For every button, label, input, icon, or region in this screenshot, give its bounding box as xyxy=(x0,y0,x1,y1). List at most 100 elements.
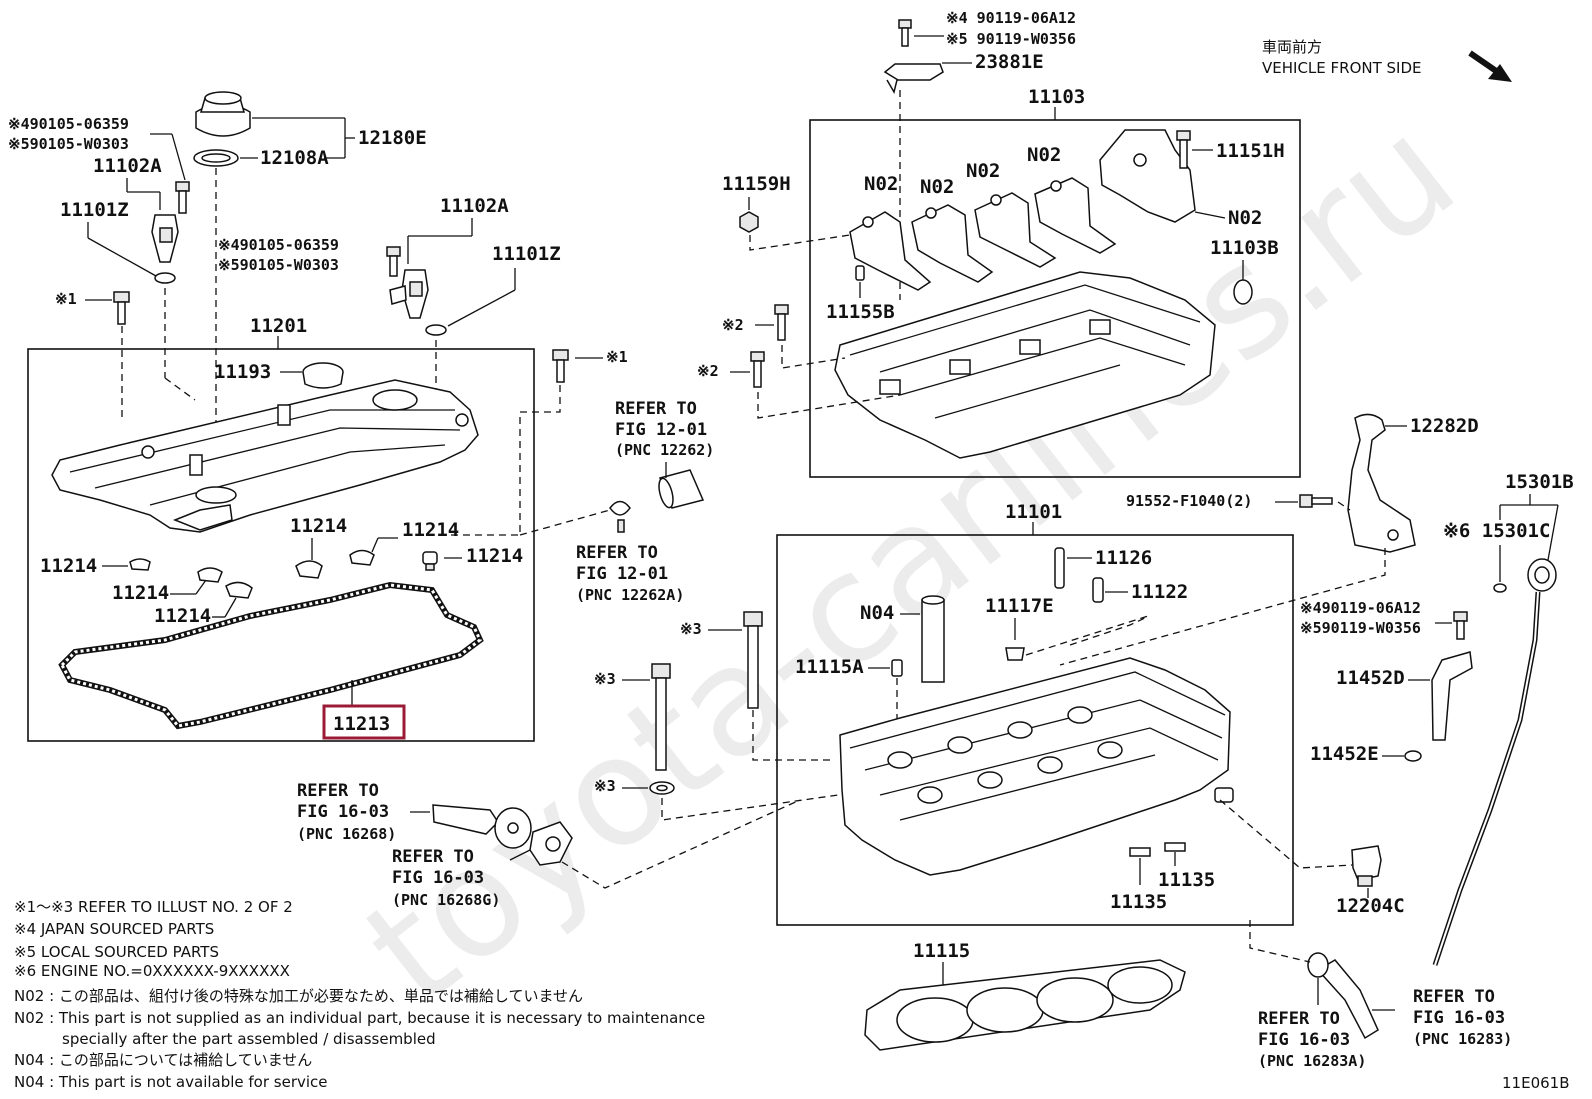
front-side-en: VEHICLE FRONT SIDE xyxy=(1262,59,1422,77)
refer-fig-16-03-b[interactable]: REFER TO FIG 16-03 (PNC 16268G) xyxy=(392,847,500,909)
bolt-m3-a-part[interactable] xyxy=(743,611,763,709)
pin-11122-part[interactable] xyxy=(1092,577,1104,603)
cylinder-head-11101-part[interactable] xyxy=(839,657,1234,876)
label-11115: 11115 xyxy=(913,940,970,962)
label-m5-90119: ※5 90119-W0356 xyxy=(946,30,1076,48)
head-gasket-11115-part[interactable] xyxy=(864,959,1186,1051)
washer-m3-c-part[interactable] xyxy=(649,781,675,795)
o-ring-11452E-part[interactable] xyxy=(1404,750,1422,762)
o-ring-left-part[interactable] xyxy=(154,272,176,284)
oil-dipstick-15301B-part[interactable] xyxy=(1432,558,1557,966)
clip-11214-d-part[interactable] xyxy=(129,558,151,571)
label-11159H: 11159H xyxy=(722,173,791,195)
seal-11117E-part[interactable] xyxy=(1005,647,1025,661)
bolt-90119-part[interactable] xyxy=(898,19,912,47)
refer-fig-b: FIG 12-01 xyxy=(576,564,668,584)
label-11193: 11193 xyxy=(214,361,271,383)
part-n04[interactable] xyxy=(921,595,945,683)
refer-pnc-f: (PNC 16283) xyxy=(1413,1030,1512,1048)
hose-16283-part[interactable] xyxy=(1307,952,1379,1040)
label-11103B: 11103B xyxy=(1210,237,1279,259)
label-12108A: 12108A xyxy=(260,147,329,169)
label-11214-b: 11214 xyxy=(402,519,459,541)
label-11101Z-left: 11101Z xyxy=(60,199,129,221)
label-11214-c: 11214 xyxy=(466,545,523,567)
camshaft-bearing-caps-part[interactable] xyxy=(849,129,1196,291)
refer-fig-d: FIG 16-03 xyxy=(392,868,484,888)
label-11214-d: 11214 xyxy=(40,555,97,577)
label-n02-d: N02 xyxy=(1027,144,1061,166)
label-m4-90119-right: ※490119-06A12 xyxy=(1300,599,1421,617)
bolt-m2-b-part[interactable] xyxy=(750,351,765,388)
refer-title-c: REFER TO xyxy=(297,781,379,801)
label-11117E: 11117E xyxy=(985,595,1054,617)
cam-position-sensor-right-part[interactable] xyxy=(389,269,429,319)
cover-gasket-11213-part[interactable] xyxy=(58,581,484,730)
note-line-6: N02 : This part is not supplied as an in… xyxy=(14,1009,705,1027)
oil-filler-cap-12180E-part[interactable] xyxy=(195,91,251,137)
label-m1-a: ※1 xyxy=(55,290,77,308)
cap-11193-part[interactable] xyxy=(302,362,344,389)
note-line-5: N02 : この部品は、組付け後の特殊な加工が必要なため、単品では補給していませ… xyxy=(14,987,583,1005)
bolt-m2-a-part[interactable] xyxy=(774,304,789,341)
bolt-11151H-part[interactable] xyxy=(1176,130,1191,169)
bolt-90105-right-part[interactable] xyxy=(386,246,401,277)
plug-11135-a-part[interactable] xyxy=(1129,847,1151,857)
bolt-m1-a-part[interactable] xyxy=(113,291,130,325)
clip-11214-c-part[interactable] xyxy=(422,551,438,571)
bolt-m3-b-part[interactable] xyxy=(651,663,671,771)
sensor-12204C-part[interactable] xyxy=(1351,845,1382,887)
o-ring-right-part[interactable] xyxy=(425,324,447,336)
bolt-91552-part[interactable] xyxy=(1299,494,1333,508)
bolt-90119-right-part[interactable] xyxy=(1453,611,1468,640)
cylinder-head-cover-11201-part[interactable] xyxy=(51,379,479,533)
label-23881E: 23881E xyxy=(975,51,1044,73)
refer-fig-12-01-b[interactable]: REFER TO FIG 12-01 (PNC 12262A) xyxy=(576,543,684,604)
dowel-11115A-part[interactable] xyxy=(891,659,903,677)
note-line-9: N04 : This part is not available for ser… xyxy=(14,1073,328,1091)
bracket-12282D-part[interactable] xyxy=(1347,413,1416,553)
o-ring-15301C-part[interactable] xyxy=(1493,583,1507,593)
refer-fig-12-01-a[interactable]: REFER TO FIG 12-01 (PNC 12262) xyxy=(615,399,714,459)
label-m3-a: ※3 xyxy=(680,620,702,638)
front-direction-arrow-icon xyxy=(1468,50,1512,82)
refer-fig-f: FIG 16-03 xyxy=(1413,1008,1505,1028)
refer-fig-16-03-c[interactable]: REFER TO FIG 16-03 (PNC 16283A) xyxy=(1258,1009,1366,1070)
bolt-90105-left-part[interactable] xyxy=(175,181,190,214)
plug-11103B-part[interactable] xyxy=(1233,279,1253,305)
cam-position-sensor-left-part[interactable] xyxy=(151,214,179,263)
label-11101Z-right: 11101Z xyxy=(492,243,561,265)
plug-11135-b-part[interactable] xyxy=(1164,842,1186,852)
note-line-2: ※4 JAPAN SOURCED PARTS xyxy=(14,920,214,938)
label-n04: N04 xyxy=(860,602,894,624)
nut-11159H-part[interactable] xyxy=(739,211,759,233)
pin-11126-part[interactable] xyxy=(1054,547,1065,589)
label-11452E: 11452E xyxy=(1310,743,1379,765)
note-line-3: ※5 LOCAL SOURCED PARTS xyxy=(14,943,219,961)
label-15301B: 15301B xyxy=(1505,471,1574,493)
camshaft-housing-11103-part[interactable] xyxy=(834,271,1216,459)
hose-12262-part[interactable] xyxy=(656,469,705,509)
clip-11214-b-part[interactable] xyxy=(349,549,375,566)
refer-fig-e: FIG 16-03 xyxy=(1258,1030,1350,1050)
bolt-m1-b-part[interactable] xyxy=(552,349,569,383)
refer-fig-16-03-a[interactable]: REFER TO FIG 16-03 (PNC 16268) xyxy=(297,781,396,843)
refer-fig-16-03-d[interactable]: REFER TO FIG 16-03 (PNC 16283) xyxy=(1413,987,1512,1048)
cylinder-head-box xyxy=(776,534,1294,926)
pipe-16268-part[interactable] xyxy=(432,804,532,849)
bracket-23881E-part[interactable] xyxy=(883,63,944,94)
label-11213: 11213 xyxy=(333,713,390,735)
clip-11214-f-part[interactable] xyxy=(225,581,253,599)
refer-pnc-c: (PNC 16268) xyxy=(297,825,396,843)
gasket-12108A-part[interactable] xyxy=(193,149,239,167)
clip-11214-a-part[interactable] xyxy=(295,560,323,579)
label-m3-c: ※3 xyxy=(594,777,616,795)
guide-11452D-part[interactable] xyxy=(1431,651,1473,741)
pin-11155B-part[interactable] xyxy=(855,265,865,281)
refer-pnc-a: (PNC 12262) xyxy=(615,441,714,459)
highlight-box-11213[interactable] xyxy=(322,704,406,740)
hose-clamp-12262A-part[interactable] xyxy=(609,500,631,533)
clip-11214-e-part[interactable] xyxy=(197,567,223,583)
label-11151H: 11151H xyxy=(1216,140,1285,162)
label-m5-90105-right: ※590105-W0303 xyxy=(218,256,339,274)
